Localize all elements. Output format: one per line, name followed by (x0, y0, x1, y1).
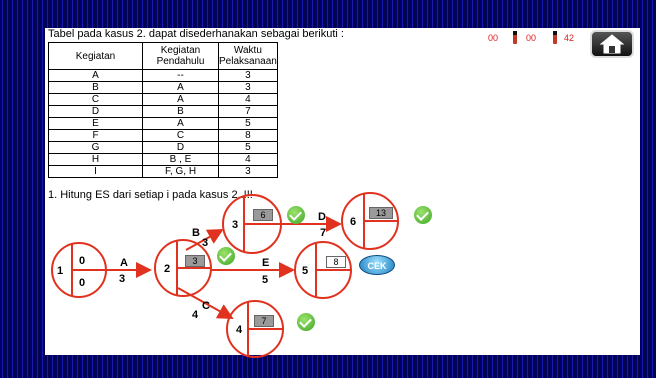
node-2-id: 2 (164, 263, 170, 275)
page-title: Tabel pada kasus 2. dapat disederhanakan… (48, 28, 344, 40)
home-button[interactable] (590, 30, 634, 58)
table-header-row: Kegiatan Kegiatan Pendahulu Waktu Pelaks… (48, 42, 278, 70)
es-input-node-5[interactable] (326, 256, 346, 268)
node-3-id: 3 (232, 219, 238, 231)
node-5-id: 5 (302, 265, 308, 277)
edge-a-label: A (120, 257, 128, 269)
check-icon (287, 206, 305, 224)
edge-c-label: C (202, 300, 210, 312)
question-text: 1. Hitung ES dari setiap i pada kasus 2.… (48, 189, 253, 201)
node-1-id: 1 (57, 265, 63, 277)
es-input-node-2[interactable] (185, 255, 205, 267)
table-cell: F, G, H (142, 165, 219, 178)
edge-d-label: D (318, 211, 326, 223)
node-1-lf: 0 (79, 277, 85, 289)
edge-b-label: B (192, 227, 200, 239)
timer-separator-icon (513, 31, 517, 44)
cek-button[interactable]: CEK (359, 255, 395, 275)
check-icon (217, 247, 235, 265)
node-4-id: 4 (236, 324, 243, 336)
activity-table: Kegiatan Kegiatan Pendahulu Waktu Pelaks… (48, 42, 278, 178)
edge-c (177, 287, 234, 319)
table-cell: 3 (218, 165, 278, 178)
edge-c-time: 4 (192, 309, 199, 321)
node-6-id: 6 (350, 216, 356, 228)
timer-hours: 00 (488, 33, 499, 43)
check-icon (414, 206, 432, 224)
edge-e-time: 5 (262, 274, 268, 286)
es-input-node-6[interactable] (369, 207, 393, 219)
edge-b (185, 229, 224, 251)
edge-b-time: 3 (202, 237, 208, 249)
node-1-es: 0 (79, 255, 85, 267)
check-icon (297, 313, 315, 331)
edge-d-time: 7 (320, 227, 326, 239)
es-input-node-4[interactable] (254, 315, 274, 327)
timer-seconds: 42 (564, 33, 575, 43)
header-pendahulu: Kegiatan Pendahulu (142, 42, 219, 70)
home-icon (599, 34, 625, 54)
es-input-node-3[interactable] (253, 209, 273, 221)
edge-e-label: E (262, 257, 269, 269)
edge-a-time: 3 (119, 273, 125, 285)
timer-minutes: 00 (526, 33, 537, 43)
timer-separator-icon (553, 31, 557, 44)
